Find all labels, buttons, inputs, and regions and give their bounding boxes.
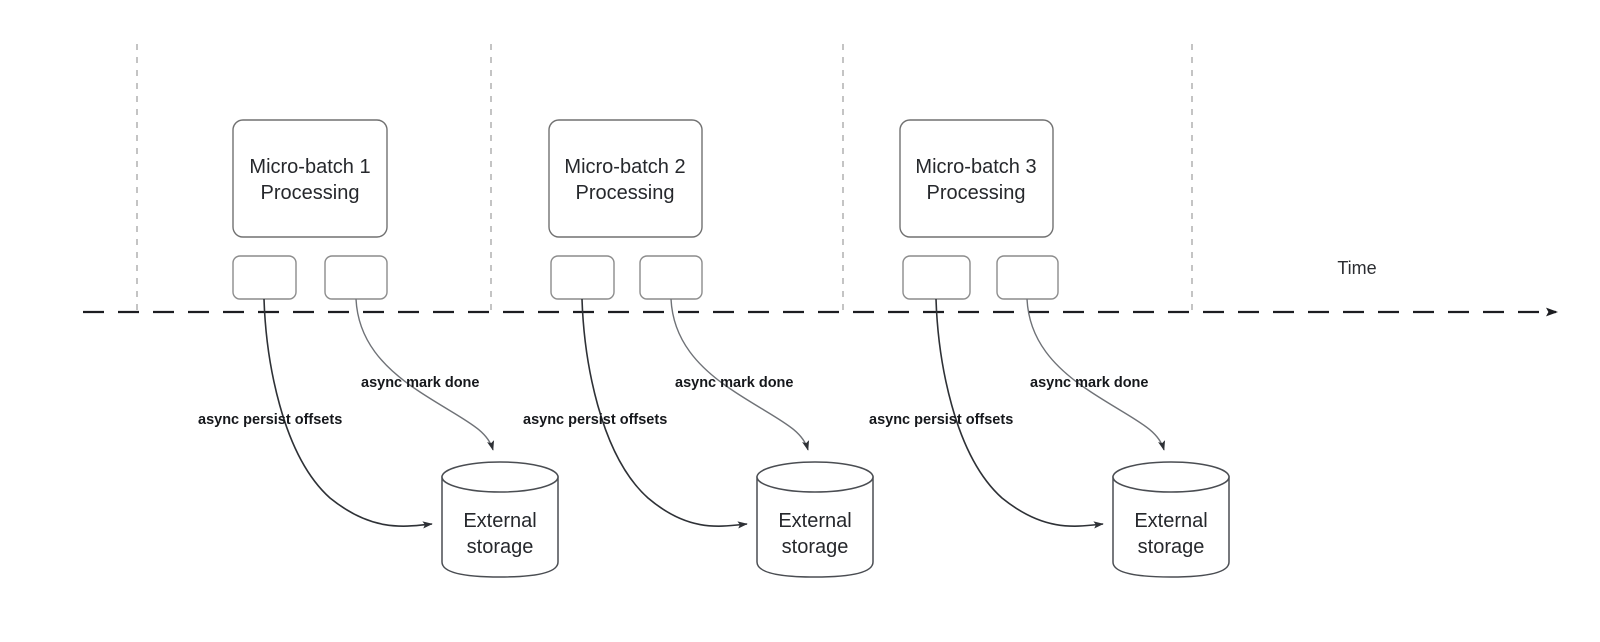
persist-offsets-label-2: async persist offsets (523, 412, 667, 428)
micro-batch-3-task-box-right[interactable] (996, 255, 1059, 300)
micro-batch-2-task-box-left[interactable] (550, 255, 615, 300)
micro-batch-2-label-line2: Processing (576, 182, 675, 204)
persist-offsets-label-1: async persist offsets (198, 412, 342, 428)
mark-done-arrow-2 (670, 298, 810, 451)
micro-batch-1-label-line2: Processing (261, 182, 360, 204)
divider-group (136, 44, 1193, 312)
persist-offsets-arrow-1 (263, 298, 433, 529)
micro-batch-3-label-line1: Micro-batch 3 (915, 156, 1036, 178)
micro-batch-1-task-box-right[interactable] (324, 255, 388, 300)
persist-offsets-label-3: async persist offsets (869, 412, 1013, 428)
external-storage-3-label-line2: storage (1138, 536, 1205, 558)
micro-batch-1-label-line1: Micro-batch 1 (249, 156, 370, 178)
micro-batch-1-task-box-left[interactable] (232, 255, 297, 300)
external-storage-1-label-line2: storage (467, 536, 534, 558)
persist-offsets-arrow-3 (935, 298, 1104, 529)
external-storage-2[interactable]: External storage (756, 461, 874, 578)
micro-batch-3-label-line2: Processing (927, 182, 1026, 204)
micro-batch-2-box[interactable] (548, 119, 703, 238)
mark-done-label-2: async mark done (675, 375, 793, 391)
micro-batch-3-task-box-left[interactable] (902, 255, 971, 300)
micro-batch-2-task-box-right[interactable] (639, 255, 703, 300)
external-storage-1-label-line1: External (463, 510, 536, 532)
micro-batch-2-label-line1: Micro-batch 2 (564, 156, 685, 178)
mark-done-arrow-3 (1026, 298, 1166, 451)
mark-done-arrow-1 (355, 298, 495, 451)
external-storage-3-label-line1: External (1134, 510, 1207, 532)
micro-batch-group-3: Micro-batch 3 Processing External storag… (869, 119, 1230, 578)
micro-batch-group-1: Micro-batch 1 Processing External storag… (198, 119, 559, 578)
external-storage-3[interactable]: External storage (1112, 461, 1230, 578)
micro-batch-group-2: Micro-batch 2 Processing External storag… (523, 119, 874, 578)
time-axis-label: Time (1337, 258, 1376, 278)
micro-batch-3-box[interactable] (899, 119, 1054, 238)
external-storage-2-label-line1: External (778, 510, 851, 532)
time-axis: Time (83, 258, 1558, 317)
external-storage-2-label-line2: storage (782, 536, 849, 558)
mark-done-label-1: async mark done (361, 375, 479, 391)
micro-batch-1-box[interactable] (232, 119, 388, 238)
persist-offsets-arrow-2 (581, 298, 748, 529)
external-storage-1[interactable]: External storage (441, 461, 559, 578)
mark-done-label-3: async mark done (1030, 375, 1148, 391)
